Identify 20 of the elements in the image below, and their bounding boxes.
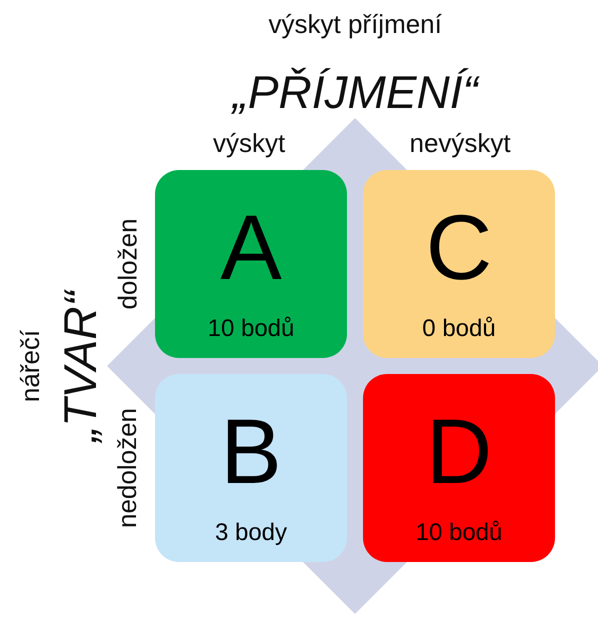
column-label: výskyt: [213, 128, 286, 158]
axis-heading: „TVAR“: [53, 290, 106, 442]
quadrant-letter: A: [219, 198, 283, 298]
column-label: nevýskyt: [410, 128, 511, 158]
row-label: nedoložen: [112, 408, 142, 528]
quadrant-score: 10 bodů: [414, 518, 504, 548]
quadrant-card: [155, 170, 347, 358]
quadrant-letter: D: [424, 402, 494, 502]
quadrant-letter: C: [424, 198, 494, 298]
quadrant-score: 3 body: [214, 518, 288, 548]
quadrant-score: 0 bodů: [421, 314, 497, 344]
axis-heading: „PŘÍJMENÍ“: [232, 66, 478, 118]
quadrant-card: [155, 374, 347, 562]
quadrant-letter: B: [219, 402, 283, 502]
quadrant-score: 10 bodů: [206, 314, 296, 344]
axis-title: nářečí: [15, 330, 46, 402]
axis-title: výskyt příjmení: [268, 9, 442, 39]
quadrant-card: [363, 374, 555, 562]
row-label: doložen: [112, 218, 142, 310]
quadrant-card: [363, 170, 555, 358]
